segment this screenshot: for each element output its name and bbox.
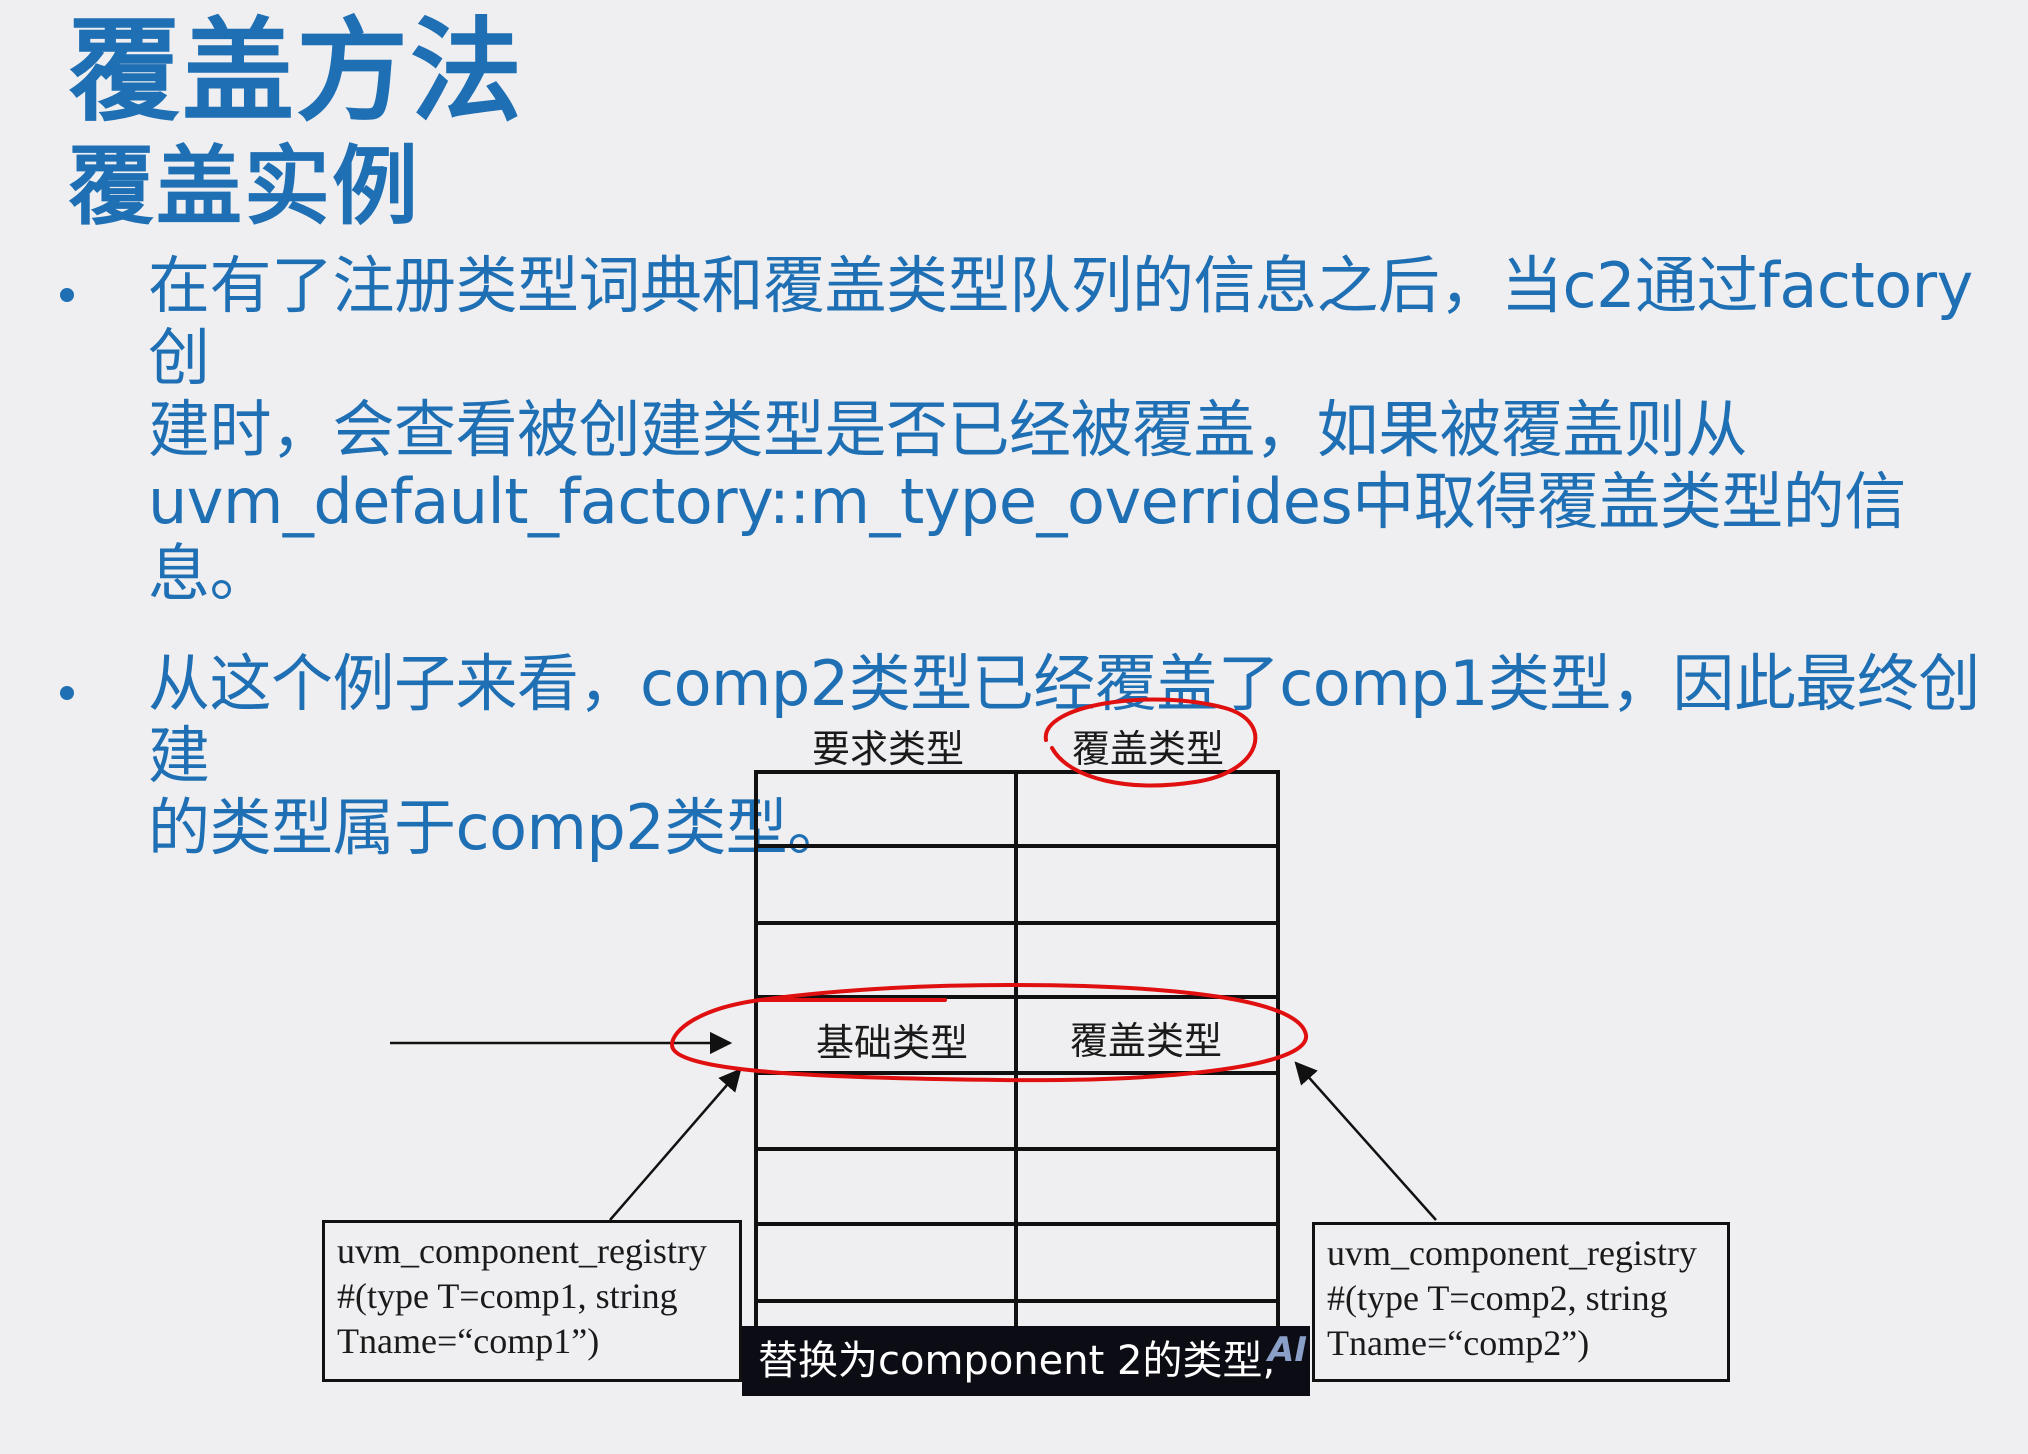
- bullet-list: 在有了注册类型词典和覆盖类型队列的信息之后，当c2通过factory创 建时，会…: [60, 250, 1980, 902]
- left-registry-arrow: [609, 1068, 742, 1221]
- cell-base-type: 基础类型: [816, 1021, 969, 1065]
- cell-override-type: 覆盖类型: [1070, 1019, 1223, 1063]
- bullet-dot-icon: [60, 686, 74, 700]
- slide-title: 覆盖方法: [68, 7, 524, 137]
- column-header-override: 覆盖类型: [1072, 727, 1225, 771]
- left-registry-line: #(type T=comp1, string: [337, 1276, 678, 1316]
- left-registry-line: Tname=“comp1”): [337, 1321, 600, 1361]
- bullet-text: 在有了注册类型词典和覆盖类型队列的信息之后，当c2通过factory创 建时，会…: [148, 249, 1973, 610]
- right-registry-box: uvm_component_registry #(type T=comp2, s…: [1312, 1222, 1730, 1382]
- right-registry-line: Tname=“comp2”): [1327, 1323, 1590, 1363]
- bullet-text: 从这个例子来看，comp2类型已经覆盖了comp1类型，因此最终创建 的类型属于…: [148, 647, 1980, 864]
- bullet-item: 在有了注册类型词典和覆盖类型队列的信息之后，当c2通过factory创 建时，会…: [60, 250, 1980, 610]
- right-registry-arrow: [1294, 1061, 1437, 1221]
- right-registry-line: #(type T=comp2, string: [1327, 1278, 1668, 1318]
- left-registry-line: uvm_component_registry: [337, 1231, 707, 1271]
- left-registry-box: uvm_component_registry #(type T=comp1, s…: [322, 1220, 742, 1382]
- bullet-dot-icon: [60, 288, 74, 302]
- column-header-required: 要求类型: [812, 727, 965, 771]
- override-table: [754, 770, 1280, 1364]
- header-circle-annotation: [1043, 697, 1258, 788]
- right-registry-line: uvm_component_registry: [1327, 1233, 1697, 1273]
- video-caption: 替换为component 2的类型,: [742, 1326, 1310, 1396]
- bullet-item: 从这个例子来看，comp2类型已经覆盖了comp1类型，因此最终创建 的类型属于…: [60, 648, 1980, 864]
- slide-subtitle: 覆盖实例: [68, 137, 420, 237]
- row-circle-annotation: [669, 982, 1309, 1083]
- ai-watermark: AI: [1268, 1330, 1307, 1370]
